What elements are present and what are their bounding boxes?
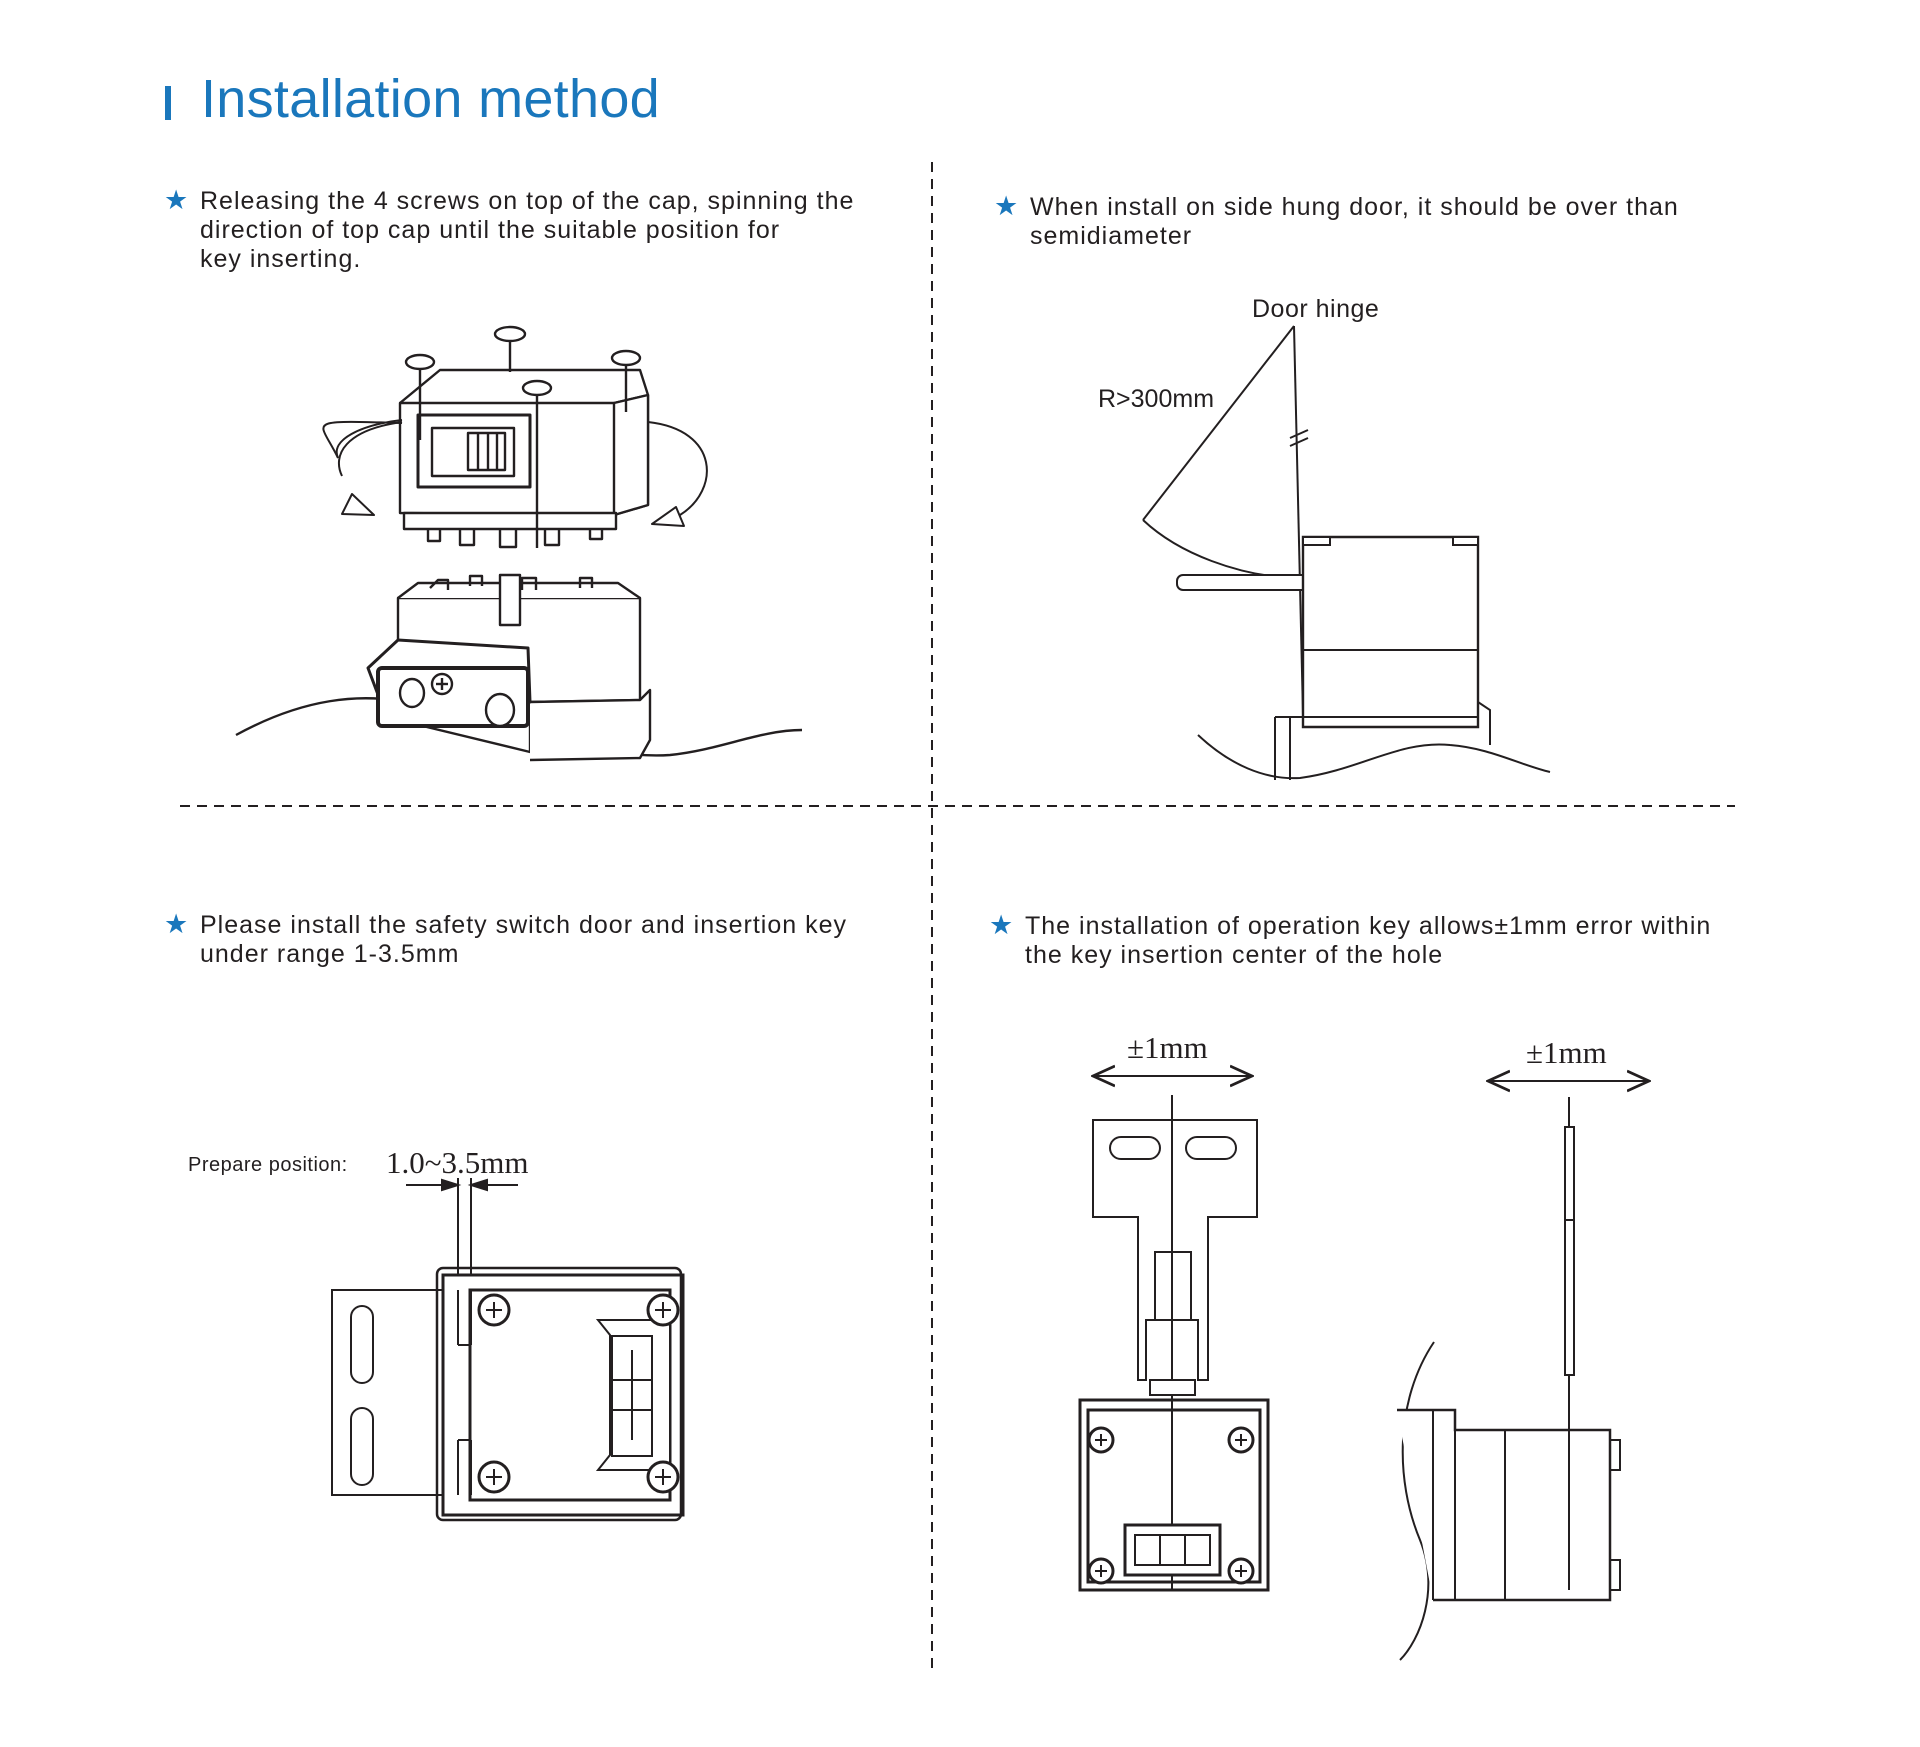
mounting-surface: [1197, 734, 1551, 780]
prepare-position-label: Prepare position:: [188, 1154, 348, 1176]
note-rotate-cap: ★ Releasing the 4 screws on top of the c…: [164, 186, 855, 274]
note-line: the key insertion center of the hole: [1025, 941, 1444, 969]
note-line: under range 1-3.5mm: [200, 940, 460, 968]
switch-body-side: [1397, 1408, 1612, 1602]
screw-icon: [1227, 1426, 1255, 1454]
note-line: When install on side hung door, it shoul…: [1030, 193, 1679, 221]
door-edge: [1399, 1341, 1435, 1661]
side-hung-door-drawing: [1142, 325, 1551, 780]
prepare-position-drawing: [331, 1178, 685, 1522]
note-install-range: ★ Please install the safety switch door …: [164, 910, 847, 969]
note-line: The installation of operation key allows…: [1025, 912, 1712, 940]
hinge-axis: [1293, 325, 1304, 716]
star-icon: ★: [994, 191, 1020, 221]
screw-icon: [477, 1460, 511, 1494]
page-title: Installation method: [201, 69, 660, 129]
tolerance-front-label: ±1mm: [1127, 1030, 1208, 1065]
operation-key: [1092, 1119, 1258, 1381]
prepare-range-label: 1.0~3.5mm: [386, 1145, 529, 1180]
note-line: Releasing the 4 screws on top of the cap…: [200, 187, 855, 215]
door-hinge-label: Door hinge: [1252, 295, 1380, 323]
screw-icon: [477, 1293, 511, 1327]
page-header: Installation method: [165, 68, 660, 130]
note-line: Please install the safety switch door an…: [200, 911, 847, 939]
note-key-tolerance: ★ The installation of operation key allo…: [989, 911, 1712, 970]
screw-icon: [646, 1293, 680, 1327]
star-icon: ★: [989, 910, 1015, 940]
screw-icon: [493, 325, 527, 372]
radius-label: R>300mm: [1098, 385, 1215, 413]
screw-icon: [646, 1460, 680, 1494]
note-side-hung-door: ★ When install on side hung door, it sho…: [994, 192, 1679, 251]
screw-icon: [404, 353, 436, 440]
title-accent-bar: [165, 86, 171, 120]
tolerance-side-drawing: [1397, 1081, 1649, 1661]
rotate-cap-drawing: [235, 325, 803, 762]
screw-icon: [610, 349, 642, 412]
note-line: semidiameter: [1030, 222, 1193, 250]
screw-icon: [1087, 1426, 1115, 1454]
note-line: key inserting.: [200, 245, 362, 273]
screw-icon: [1087, 1557, 1115, 1585]
star-icon: ★: [164, 185, 190, 215]
radius-arc: [1142, 519, 1291, 579]
screw-icon: [521, 379, 553, 548]
radius-line: [1142, 325, 1295, 521]
operation-key-side: [1564, 1126, 1575, 1376]
note-line: direction of top cap until the suitable …: [200, 216, 781, 244]
tolerance-side-label: ±1mm: [1526, 1035, 1607, 1070]
tolerance-front-drawing: [1078, 1076, 1270, 1592]
star-icon: ★: [164, 909, 190, 939]
switch-body-side: [1301, 535, 1480, 729]
rotate-arrow-icon: [322, 420, 403, 459]
rotate-arrow-icon: [647, 421, 708, 516]
screw-icon: [1227, 1557, 1255, 1585]
